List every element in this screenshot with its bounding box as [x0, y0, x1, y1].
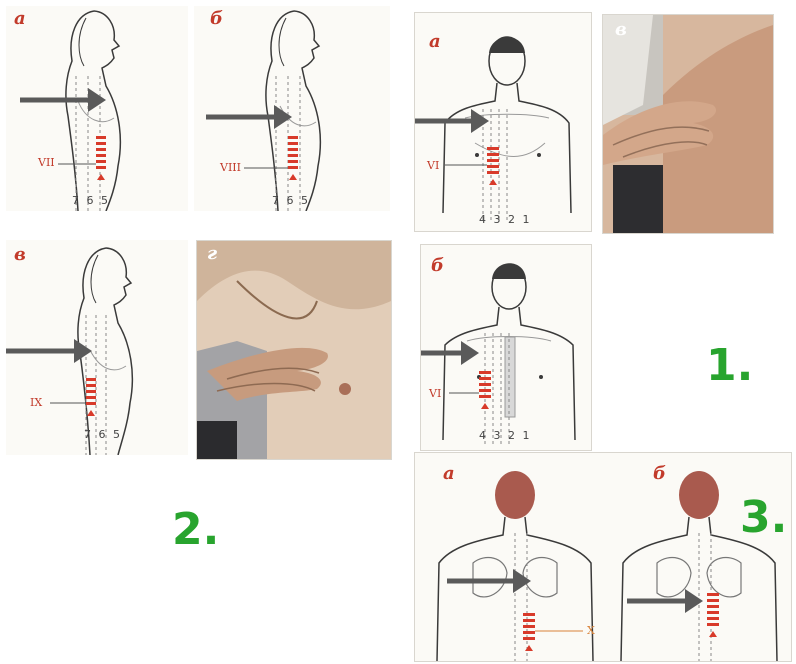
panel-1a: а VI 4 3 2 1 [414, 12, 592, 232]
front-torso-figure [421, 245, 591, 450]
group-label-2: 2. [172, 504, 219, 555]
panel-2a: а VII 7 6 5 [6, 6, 188, 211]
back-torso-figure [415, 453, 791, 661]
arrow-icon [421, 341, 479, 365]
rib-markers [487, 147, 499, 185]
line-numbers: 7 6 5 [72, 194, 110, 207]
panel-3: а б X [414, 452, 792, 662]
line-numbers: 7 6 5 [84, 428, 122, 441]
rib-label: VI [427, 159, 439, 172]
rib-markers [707, 593, 719, 637]
rib-label: VIII [220, 161, 241, 174]
palpation-photo [603, 15, 773, 233]
rib-markers [86, 378, 96, 416]
panel-1v: в [602, 14, 774, 234]
arrow-icon [20, 88, 106, 112]
panel-2b: б VIII 7 6 5 [194, 6, 390, 211]
panel-2v: в IX 7 6 5 [6, 240, 188, 455]
panel-2g: г [196, 240, 392, 460]
arrow-icon [415, 109, 489, 133]
line-numbers: 4 3 2 1 [479, 429, 531, 442]
line-numbers: 7 6 5 [272, 194, 310, 207]
arrow-icon [6, 339, 92, 363]
rib-markers [288, 136, 298, 180]
panel-letter: в [615, 19, 627, 40]
arrow-icon [447, 569, 531, 593]
group-label-1: 1. [706, 340, 753, 391]
palpation-photo [197, 241, 391, 459]
group-label-3: 3. [740, 492, 787, 543]
side-profile-figure [6, 6, 188, 211]
rib-label: IX [30, 396, 42, 409]
rib-label: X [587, 624, 595, 637]
panel-1b: б VI 4 3 2 1 [420, 244, 592, 451]
rib-markers [523, 613, 535, 651]
rib-label: VI [429, 387, 441, 400]
rib-label: VII [38, 156, 55, 169]
rib-markers [96, 136, 106, 180]
panel-letter: г [207, 243, 217, 264]
side-profile-figure [194, 6, 390, 211]
line-numbers: 4 3 2 1 [479, 213, 531, 226]
arrow-icon [627, 589, 703, 613]
front-torso-figure [415, 13, 591, 231]
arrow-icon [206, 105, 292, 129]
side-profile-figure [6, 240, 188, 455]
